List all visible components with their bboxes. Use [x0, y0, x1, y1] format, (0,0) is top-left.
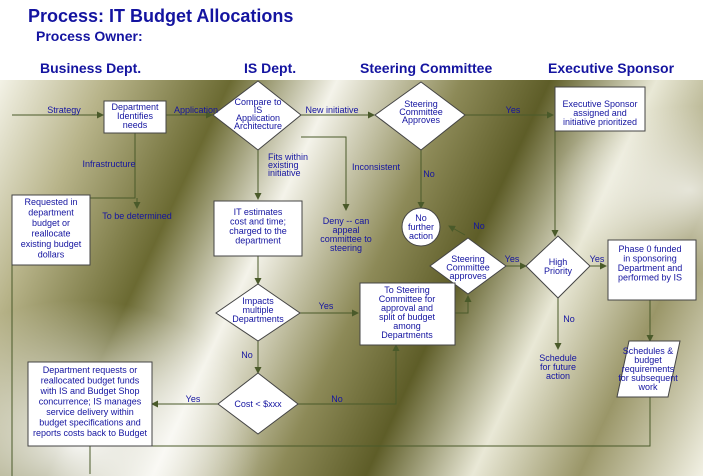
- label-yes-priority: Yes: [590, 254, 605, 264]
- edge-cost-no: [298, 344, 400, 405]
- page-title: Process: IT Budget Allocations: [28, 6, 294, 26]
- edge-steering2-no: [448, 225, 466, 236]
- label-yes-cost: Yes: [186, 394, 201, 404]
- node-text-cost-check: Cost < $xxx: [234, 399, 282, 409]
- label-new-initiative: New initiative: [305, 105, 358, 115]
- label-yes-steering2: Yes: [505, 254, 520, 264]
- edge-schedules-return: [89, 397, 651, 474]
- node-high-priority: [525, 235, 591, 299]
- node-cost-check: [217, 372, 299, 435]
- label-no-steering2: No: [473, 221, 485, 231]
- node-schedules-budget: [616, 340, 681, 398]
- label-no-steering: No: [423, 169, 435, 179]
- node-it-estimates: [213, 200, 303, 257]
- label-no-priority: No: [563, 314, 575, 324]
- label-strategy: Strategy: [47, 105, 81, 115]
- node-requested-in-budget: [11, 194, 91, 266]
- node-impacts-multiple: [215, 283, 301, 342]
- node-compare-to-is: [212, 80, 302, 151]
- label-yes-impacts: Yes: [319, 301, 334, 311]
- label-application: Application: [174, 105, 218, 115]
- label-to-be-determined: To be determined: [102, 211, 172, 221]
- node-no-further-action: [401, 207, 441, 247]
- edge-inconsistent: [301, 136, 350, 211]
- node-department-requests: [27, 361, 153, 447]
- column-header-business-dept: Business Dept.: [40, 60, 142, 76]
- node-department-identifies-needs: [103, 100, 167, 134]
- process-owner-label: Process Owner:: [36, 28, 143, 44]
- node-phase0-funded: [607, 239, 697, 301]
- column-header-executive-sponsor: Executive Sponsor: [548, 60, 675, 76]
- node-steering-approves: [374, 81, 466, 151]
- node-to-steering-committee: [359, 282, 456, 346]
- node-steering-approves-2: [429, 237, 507, 295]
- label-no-cost: No: [331, 394, 343, 404]
- label-infrastructure: Infrastructure: [82, 159, 135, 169]
- edge-to-steering2: [455, 295, 472, 314]
- column-header-steering-committee: Steering Committee: [360, 60, 493, 76]
- label-no-impacts: No: [241, 350, 253, 360]
- label-yes-exec: Yes: [506, 105, 521, 115]
- node-executive-sponsor: [554, 86, 646, 132]
- column-header-is-dept: IS Dept.: [244, 60, 297, 76]
- label-inconsistent: Inconsistent: [352, 162, 401, 172]
